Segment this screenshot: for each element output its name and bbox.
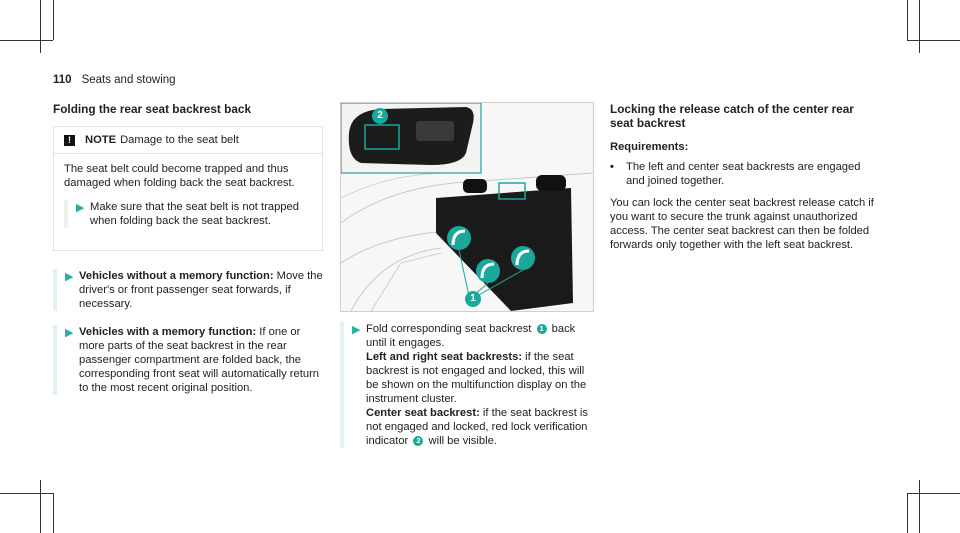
step-text: back until it engages.: [366, 323, 576, 349]
step-bold: Vehicles with a memory function:: [79, 326, 257, 338]
step-bold: Left and right seat backrests:: [366, 351, 523, 363]
step-no-memory: ▶ Vehicles without a memory function: Mo…: [53, 269, 323, 311]
bullet-icon: •: [610, 161, 614, 173]
page-header: 110 Seats and stowing: [53, 74, 176, 86]
column-right: Locking the release catch of the center …: [610, 102, 875, 252]
arrow-icon: ▶: [65, 327, 74, 339]
crop-mark: [907, 493, 908, 533]
crop-mark: [907, 493, 960, 494]
fold-step: ▶ Fold corresponding seat backrest 1 bac…: [340, 322, 595, 448]
step-bold: Vehicles without a memory function:: [79, 270, 274, 282]
note-step-text: Make sure that the seat belt is not trap…: [90, 201, 299, 227]
crop-mark: [40, 480, 41, 533]
callout-2: 2: [372, 108, 388, 124]
arrow-icon: ▶: [352, 324, 361, 336]
crop-mark: [40, 0, 41, 53]
callout-1: 1: [465, 291, 481, 307]
section-heading: Locking the release catch of the center …: [610, 102, 854, 130]
crop-mark: [907, 40, 960, 41]
crop-mark: [0, 493, 53, 494]
note-text: The seat belt could become trapped and t…: [64, 163, 295, 189]
seat-diagram: [341, 103, 593, 311]
body-text: You can lock the center seat backrest re…: [610, 197, 874, 251]
callout-2-ref: 2: [413, 436, 424, 446]
step-text: If one or more parts of the seat backres…: [79, 326, 320, 394]
crop-mark: [53, 0, 54, 40]
crop-mark: [919, 0, 920, 53]
seat-illustration: 2 1: [340, 102, 594, 312]
step-text: Fold corresponding seat backrest: [366, 323, 532, 335]
crop-mark: [53, 493, 54, 533]
note-label: NOTE: [85, 134, 117, 146]
crop-mark: [907, 0, 908, 40]
step-text: if the seat backrest is not engaged and …: [366, 351, 587, 405]
requirement-text: The left and center seat backrests are e…: [626, 161, 861, 187]
note-body: The seat belt could become trapped and t…: [54, 154, 322, 250]
arrow-icon: ▶: [65, 271, 74, 283]
column-left: Folding the rear seat backrest back ! NO…: [53, 102, 323, 409]
callout-1-ref: 1: [536, 324, 547, 334]
column-middle: ▶ Fold corresponding seat backrest 1 bac…: [340, 322, 595, 462]
note-title: Damage to the seat belt: [120, 134, 239, 146]
requirement-item: • The left and center seat backrests are…: [610, 160, 875, 188]
arrow-icon: ▶: [76, 202, 85, 214]
step-text: will be visible.: [428, 435, 497, 447]
warning-icon: !: [64, 134, 75, 146]
section-title: Seats and stowing: [81, 74, 176, 86]
section-heading: Folding the rear seat backrest back: [53, 102, 252, 116]
crop-mark: [0, 40, 53, 41]
requirements-label: Requirements:: [610, 141, 689, 153]
note-step: ▶ Make sure that the seat belt is not tr…: [64, 200, 312, 228]
page-number: 110: [53, 74, 72, 86]
step-bold: Center seat backrest:: [366, 407, 480, 419]
step-text: if the seat backrest is not engaged and …: [366, 407, 588, 447]
crop-mark: [919, 480, 920, 533]
step-text: Move the driver's or front passenger sea…: [79, 270, 323, 310]
step-memory: ▶ Vehicles with a memory function: If on…: [53, 325, 323, 395]
